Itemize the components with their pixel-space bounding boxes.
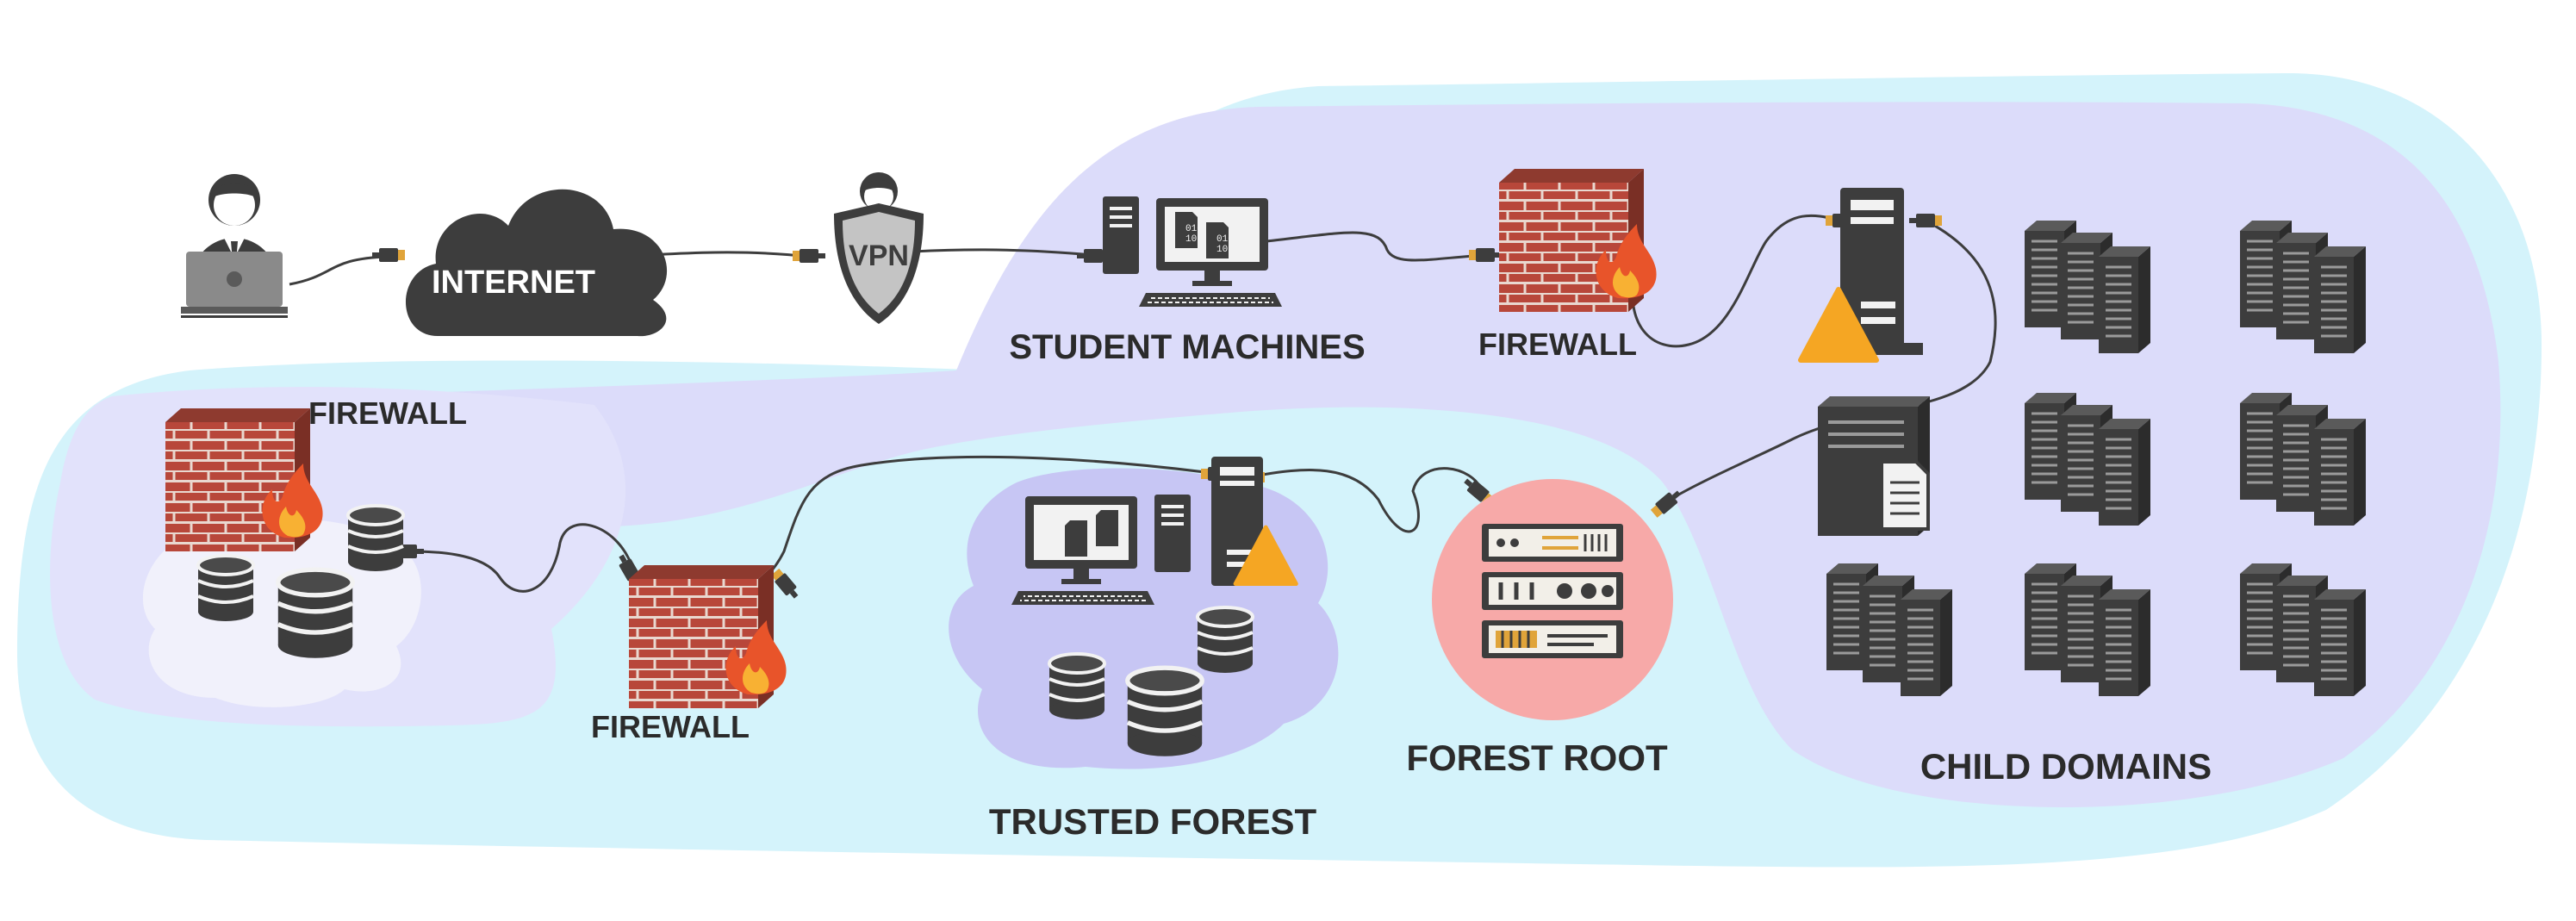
firewall-top-label: FIREWALL <box>1478 327 1637 362</box>
trusted-forest-label: TRUSTED FOREST <box>989 801 1317 842</box>
server-tower-icon <box>1837 188 1923 355</box>
vpn-shield-icon: VPN <box>834 172 924 324</box>
firewall-left-icon <box>165 408 323 551</box>
database-icon <box>1196 606 1254 675</box>
firewall-bottom-icon <box>629 565 787 708</box>
forest-root-label: FOREST ROOT <box>1406 737 1668 778</box>
firewall-left-label: FIREWALL <box>308 395 467 431</box>
database-icon <box>1048 652 1106 721</box>
user-laptop-icon <box>181 174 288 318</box>
database-icon <box>346 504 405 573</box>
vpn-label: VPN <box>849 240 909 272</box>
forest-root-node <box>1432 479 1673 720</box>
database-icon <box>1128 668 1202 756</box>
document-server-icon <box>1818 396 1930 536</box>
child-domains-label: CHILD DOMAINS <box>1920 746 2212 787</box>
trusted-workstation-icon <box>1011 495 1191 605</box>
firewall-top-icon <box>1499 169 1657 312</box>
internet-label: INTERNET <box>432 264 595 301</box>
server-rack-icon <box>1482 524 1623 658</box>
student-machines-label: STUDENT MACHINES <box>1009 328 1365 366</box>
database-icon <box>196 554 255 623</box>
internet-cloud-icon: INTERNET <box>405 189 668 337</box>
firewall-bottom-label: FIREWALL <box>591 709 750 744</box>
database-icon <box>278 569 352 658</box>
domain-region <box>327 102 2501 808</box>
